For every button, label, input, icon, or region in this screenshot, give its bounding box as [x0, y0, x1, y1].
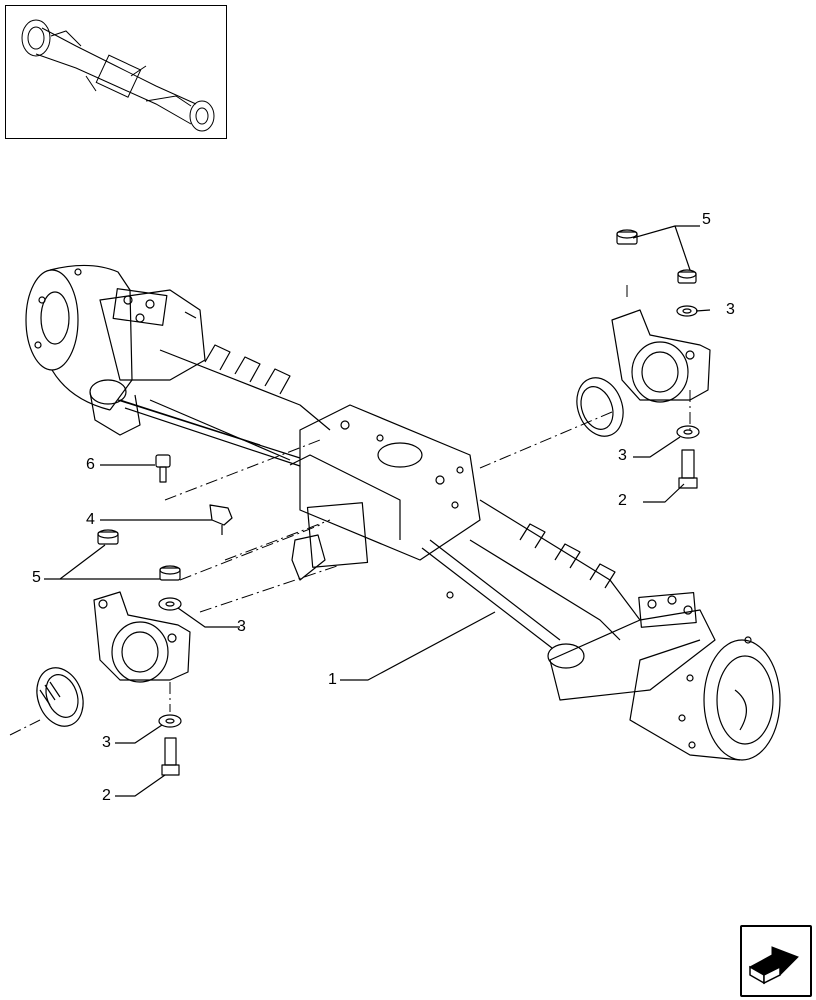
callout-3-left-upper: 3	[237, 618, 246, 635]
left-axle-beam	[119, 344, 331, 461]
left-seal-ring	[36, 667, 84, 727]
right-tie-rod	[429, 539, 561, 641]
callout-3-right-lower: 3	[618, 447, 627, 464]
leader-lines	[44, 225, 711, 797]
callout-4: 4	[86, 511, 95, 528]
right-fasteners	[616, 229, 700, 489]
callout-2-left: 2	[102, 787, 111, 804]
callout-3-left-lower: 3	[102, 734, 111, 751]
overview-thumbnail	[5, 5, 227, 139]
right-seal-ring	[576, 377, 624, 437]
left-hub	[25, 264, 133, 411]
callout-5-left: 5	[32, 569, 41, 586]
left-tie-rod	[117, 399, 301, 459]
right-axle-beam	[469, 499, 641, 641]
center-lines	[9, 285, 691, 736]
left-fasteners	[97, 454, 233, 776]
center-differential	[289, 404, 481, 599]
callout-3-right-upper: 3	[726, 301, 735, 318]
callout-5-right: 5	[702, 211, 711, 228]
callout-2-right: 2	[618, 492, 627, 509]
axle-thumbnail-icon	[21, 19, 215, 132]
right-housing	[547, 592, 716, 701]
callout-6: 6	[86, 456, 95, 473]
next-page-arrow-icon	[748, 946, 799, 985]
callout-1: 1	[328, 671, 337, 688]
right-kingpin-bracket	[611, 309, 711, 403]
left-housing	[89, 288, 206, 436]
left-kingpin-bracket	[93, 591, 191, 683]
right-hub	[629, 636, 781, 761]
next-page-button[interactable]	[740, 925, 812, 997]
